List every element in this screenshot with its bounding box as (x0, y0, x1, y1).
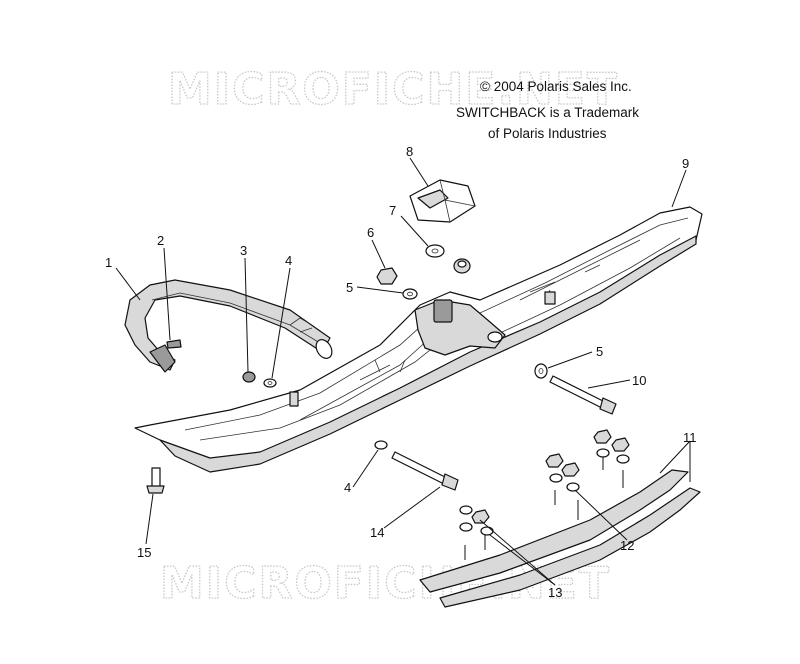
callout-2: 2 (157, 233, 164, 248)
callout-14: 14 (370, 525, 384, 540)
callout-5-right: 5 (596, 344, 603, 359)
part-7-washer (425, 244, 445, 258)
callout-6: 6 (367, 225, 374, 240)
callout-1: 1 (105, 255, 112, 270)
ski-loop (124, 279, 333, 373)
callout-4-left: 4 (285, 253, 292, 268)
loop-end-cap (315, 339, 333, 359)
rear-tab (289, 391, 299, 407)
loop-bracket (149, 344, 176, 373)
callout-11: 11 (683, 430, 697, 445)
spindle-block (433, 299, 453, 323)
part-4-washer-left (263, 378, 277, 388)
part-5-washer-top (402, 288, 418, 300)
part-14-bolt (391, 451, 459, 491)
callout-8: 8 (406, 144, 413, 159)
callout-12: 12 (620, 538, 634, 553)
ski-body (134, 206, 703, 473)
part-11-runners (419, 456, 701, 608)
leader-lines (115, 157, 691, 586)
callout-7: 7 (389, 203, 396, 218)
part-8-wear-block (409, 179, 476, 223)
callout-3: 3 (240, 243, 247, 258)
part-5-washer-right (534, 363, 548, 379)
part-3-nut (242, 371, 256, 383)
callout-10: 10 (632, 373, 646, 388)
part-2-cap (166, 339, 182, 349)
part-10-bolt (549, 375, 617, 415)
part-15-pin (146, 467, 165, 494)
trademark-line-2: of Polaris Industries (488, 126, 607, 141)
part-4-washer-lower (374, 440, 388, 450)
part-6-nut (376, 267, 398, 285)
trademark-line-1: SWITCHBACK is a Trademark (456, 105, 639, 120)
part-12-13-hardware (459, 429, 630, 536)
callout-13: 13 (548, 585, 562, 600)
watermark-top: MICROFICHE.NET (168, 64, 619, 115)
callout-15: 15 (137, 545, 151, 560)
front-tab (544, 291, 556, 305)
callout-9: 9 (682, 156, 689, 171)
copyright-text: © 2004 Polaris Sales Inc. (480, 79, 632, 94)
callout-4-lower: 4 (344, 480, 351, 495)
callout-5-left: 5 (346, 280, 353, 295)
callouts: 1 2 3 4 4 5 5 6 7 8 9 10 11 12 13 14 15 (105, 144, 697, 600)
